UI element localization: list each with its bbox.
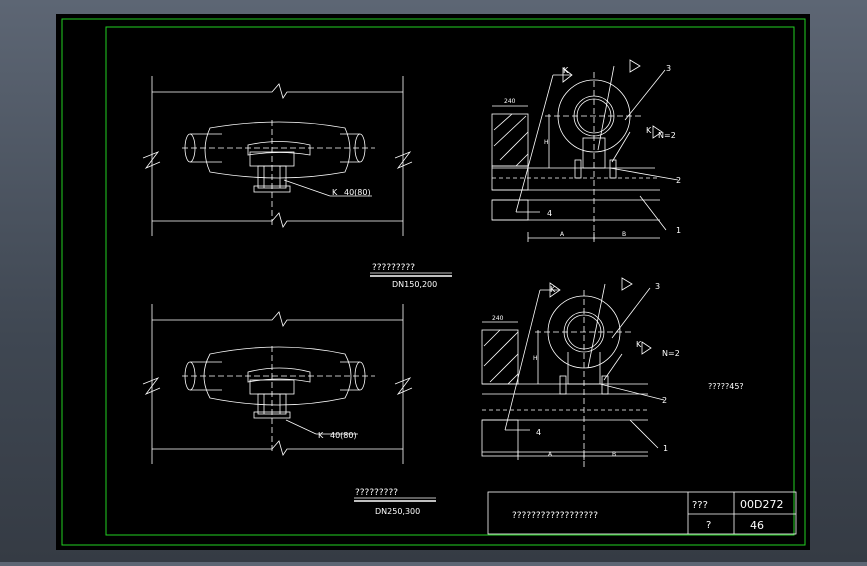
caption-bottom-title: ????????? [355,488,398,498]
inner-frame [105,26,795,536]
plan-view-bottom [142,304,413,464]
section-top-b-label: B [622,231,626,238]
section-view-top [491,59,679,242]
callout-3-bottom: 3 [655,282,660,291]
section-bottom-n2-label: N=2 [662,349,680,358]
section-bottom-a-label: A [548,451,553,458]
plan-bottom-weld-label: K [318,431,324,440]
caption-top-subtitle: DN150,200 [392,280,437,289]
outer-frame [61,18,806,546]
callout-2-bottom: 2 [662,396,667,405]
callout-1-bottom: 1 [663,444,668,453]
plan-top-weld-label: K [332,188,338,197]
title-block [487,491,797,535]
callout-2-top: 2 [676,176,681,185]
title-block-drawing-number: 00D272 [740,498,783,511]
plan-top-weld-size: 40(80) [344,188,371,197]
title-block-page-number: 46 [750,519,764,532]
section-bottom-dim-240: 240 [492,315,504,322]
section-bottom-b-label: B [612,451,616,458]
section-top-n2-label: N=2 [658,131,676,140]
caption-bottom-subtitle: DN250,300 [375,507,420,516]
section-view-bottom [481,277,665,470]
callout-3-top: 3 [666,64,671,73]
callout-4-bottom: 4 [536,428,541,437]
title-block-label-2: ? [706,520,711,531]
title-block-drawing-title: ?????????????????? [512,511,598,521]
sheet-background [56,14,810,550]
plan-view-top [142,76,413,236]
section-bottom-h-label: H [533,355,538,362]
title-block-label-1: ??? [692,500,708,511]
callout-1-top: 1 [676,226,681,235]
section-top-h-label: H [544,139,549,146]
section-bottom-k-label: K [550,285,556,294]
section-bottom-k2-label: K [636,340,642,349]
callout-4-top: 4 [547,209,552,218]
section-top-a-label: A [560,231,565,238]
section-top-k2-label: K [646,126,652,135]
caption-top-title: ????????? [372,263,415,273]
side-note: ?????45? [708,382,744,391]
section-top-k-label: K [563,66,569,75]
plan-bottom-weld-size: 40(80) [330,431,357,440]
section-top-dim-240: 240 [504,98,516,105]
